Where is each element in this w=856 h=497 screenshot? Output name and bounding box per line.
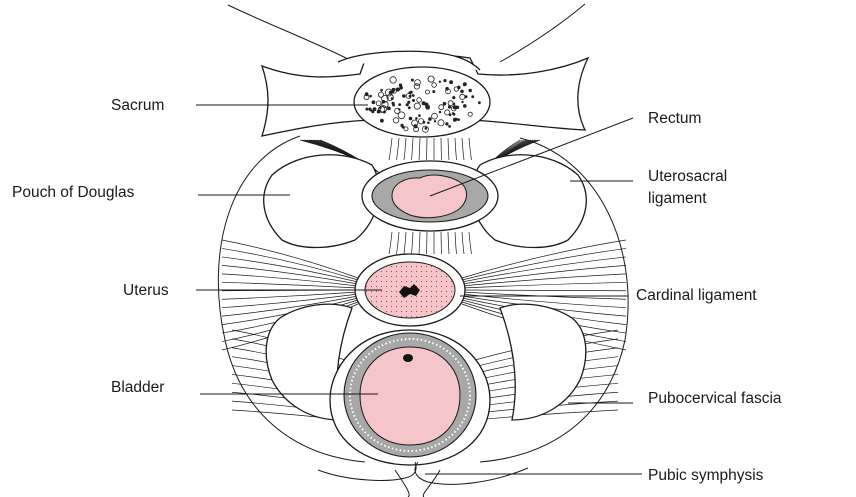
pubic-symphysis [318,462,528,497]
label-pubic-symphysis: Pubic symphysis [648,467,764,484]
bladder-lumen [360,347,460,445]
pouch-of-douglas-left [264,155,379,248]
label-bladder: Bladder [111,379,164,396]
rectum-lumen [392,175,467,218]
label-uterus: Uterus [123,282,169,299]
label-pubocervical-fascia: Pubocervical fascia [648,390,782,407]
bladder [330,330,490,465]
label-pouch-of-douglas: Pouch of Douglas [12,184,135,201]
label-sacrum: Sacrum [111,97,164,114]
label-uterosacral-line1: Uterosacral [648,168,727,185]
label-uterosacral-line2: ligament [648,190,707,207]
label-rectum: Rectum [648,110,701,127]
sacrum [354,67,490,137]
urethra-dot [403,354,413,362]
label-cardinal-ligament: Cardinal ligament [636,287,757,304]
